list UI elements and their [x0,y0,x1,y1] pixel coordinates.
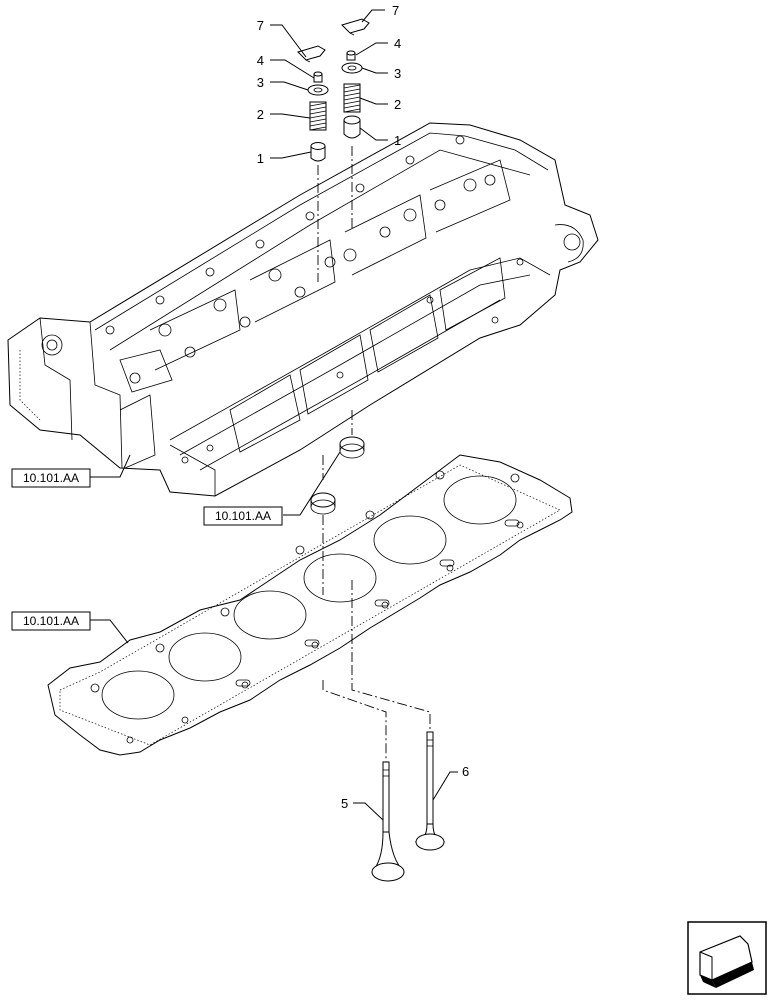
assembly-center-lines [317,146,431,762]
head-gasket [47,454,573,756]
page-navigation-arrow-icon[interactable] [687,921,767,995]
callout-left-seal: 4 [257,53,264,68]
cylinder-head [7,122,599,497]
left-valve-stem-seal [313,71,323,83]
callout-right-keeper: 7 [392,3,399,18]
reference-link-gasket[interactable]: 10.101.AA [11,611,91,631]
callout-right-seal: 4 [394,36,401,51]
reference-label-seat: 10.101.AA [215,509,271,523]
callout-right-spring: 2 [394,97,401,112]
reference-label-head: 10.101.AA [23,471,79,485]
callout-right-guide: 1 [394,133,401,148]
head-bolt-holes [105,135,524,464]
callout-numbers: 7 4 3 2 1 7 4 3 2 1 5 6 [257,3,469,811]
right-valve-keeper [341,18,370,36]
reference-link-head[interactable]: 10.101.AA [11,468,91,488]
callout-valve-5: 5 [341,796,348,811]
callout-left-cap: 3 [257,75,264,90]
left-valve-keeper [297,45,326,63]
reference-link-seat[interactable]: 10.101.AA [203,506,283,526]
valve-seat-insert-upper [339,436,365,459]
right-spring-cap [341,62,363,74]
right-valve-spring [343,83,361,113]
left-spring-cap [307,84,329,96]
callout-right-cap: 3 [394,66,401,81]
gasket-cylinder-bores [101,475,517,720]
valve-6 [414,731,446,851]
callout-left-spring: 2 [257,107,264,122]
callout-left-guide: 1 [257,151,264,166]
right-valve-stem-seal [346,50,356,61]
callout-left-keeper: 7 [257,18,264,33]
callout-valve-6: 6 [462,764,469,779]
left-valve-guide [310,142,326,162]
reference-label-gasket: 10.101.AA [23,614,79,628]
callout-leaders [90,9,458,821]
valve-seat-insert-lower [310,492,336,515]
gasket-passages [90,470,524,744]
valve-5 [371,761,405,882]
left-valve-spring [309,101,327,131]
right-valve-guide [343,115,361,139]
